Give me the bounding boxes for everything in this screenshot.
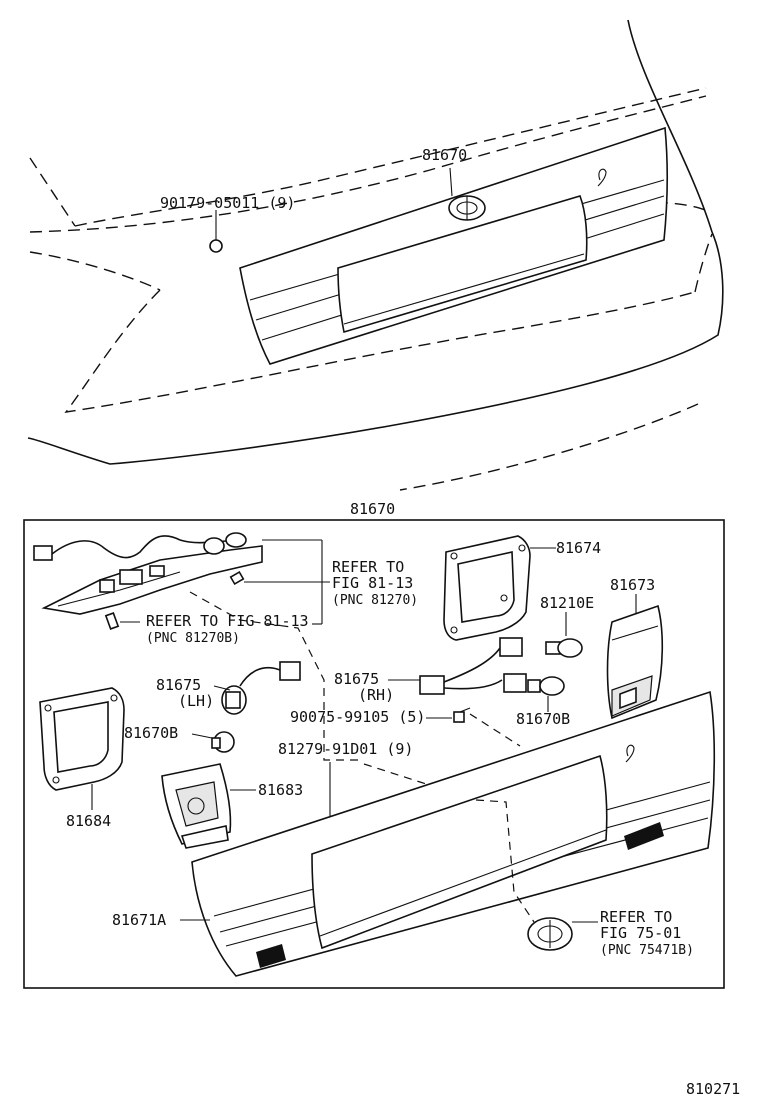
reflector-grille-left (256, 944, 286, 968)
label-81673: 81673 (610, 576, 655, 594)
label-screw-90075: 90075-99105 (5) (290, 708, 425, 726)
label-81670-top: 81670 (422, 146, 467, 164)
bulb-81670B-lh (211, 731, 235, 753)
wire-harness (33, 532, 263, 615)
ref1-line2: FIG 81-13 (332, 574, 413, 592)
garnish-81671A (191, 690, 716, 977)
label-81683: 81683 (258, 781, 303, 799)
socket-81675-rh (419, 637, 527, 695)
emblem-assembly (527, 917, 573, 951)
lamp-81673 (606, 604, 664, 720)
ref2-line2: (PNC 81270B) (146, 631, 240, 646)
ref2-line1: REFER TO FIG 81-13 (146, 612, 309, 630)
label-81675-lh: 81675 (156, 676, 201, 694)
vehicle-rear-view: 81670 90179-05011 (9) (27, 19, 724, 465)
label-clip: 90179-05011 (9) (160, 194, 295, 212)
bulb-tiny-icon (104, 612, 120, 630)
label-screw-81279: 81279-91D01 (9) (278, 740, 413, 758)
bulb-81210E (545, 638, 583, 658)
reflector-grille-right (624, 822, 664, 850)
ref3-line1: REFER TO (600, 908, 672, 926)
clip-icon (209, 239, 223, 253)
body-outline-upper (627, 19, 713, 233)
ref1-line1: REFER TO (332, 558, 404, 576)
bulb-81670B-rh (527, 676, 565, 696)
label-81674: 81674 (556, 539, 601, 557)
ref1-line3: (PNC 81270) (332, 593, 418, 608)
label-81671A: 81671A (112, 911, 166, 929)
figure-id: 810271 (686, 1080, 740, 1098)
screw-90075 (453, 707, 471, 723)
lamp-81683 (161, 763, 232, 849)
gasket-81684 (39, 687, 125, 791)
label-81675-rh: 81675 (334, 670, 379, 688)
label-lh: (LH) (178, 692, 214, 710)
bulb-small-icon (229, 570, 245, 586)
label-81670B-lh: 81670B (124, 724, 178, 742)
gasket-81674 (443, 535, 531, 641)
license-recess-top (337, 195, 588, 334)
socket-81675-lh (221, 661, 301, 715)
ref3-line3: (PNC 75471B) (600, 943, 694, 958)
assembly-frame (23, 519, 725, 989)
label-81670B-rh: 81670B (516, 710, 570, 728)
body-outline-lower (27, 231, 724, 465)
label-81670-assembly: 81670 (350, 500, 395, 518)
ref3-line2: FIG 75-01 (600, 924, 681, 942)
label-81684: 81684 (66, 812, 111, 830)
label-81210E: 81210E (540, 594, 594, 612)
label-rh: (RH) (358, 686, 394, 704)
